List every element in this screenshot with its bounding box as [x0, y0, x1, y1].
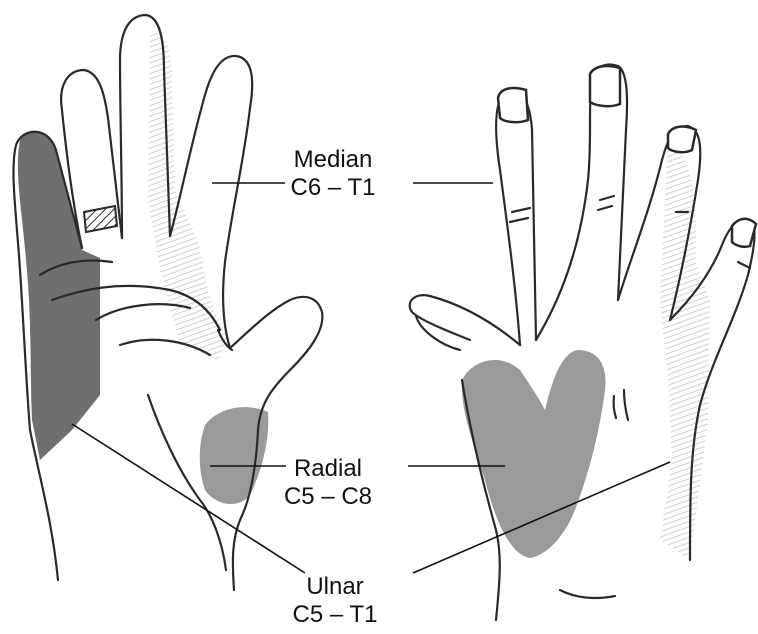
dorsum-radial-zone — [462, 350, 606, 558]
ring — [84, 206, 117, 232]
radial-label: Radial C5 – C8 — [263, 455, 393, 511]
radial-name: Radial — [263, 455, 393, 483]
ulnar-name: Ulnar — [270, 573, 400, 601]
dorsum-hand — [410, 65, 756, 620]
ulnar-label: Ulnar C5 – T1 — [270, 573, 400, 629]
median-roots: C6 – T1 — [268, 174, 398, 202]
palm-median-zone — [148, 33, 228, 360]
index-nail — [498, 88, 528, 122]
ulnar-roots: C5 – T1 — [270, 601, 400, 629]
median-label: Median C6 – T1 — [268, 146, 398, 202]
ring-nail — [668, 127, 696, 153]
dorsum-median-zone — [660, 140, 710, 560]
little-nail — [732, 219, 756, 247]
radial-roots: C5 – C8 — [263, 483, 393, 511]
palm-ulnar-zone — [18, 132, 100, 460]
middle-nail — [590, 66, 620, 106]
median-name: Median — [268, 146, 398, 174]
